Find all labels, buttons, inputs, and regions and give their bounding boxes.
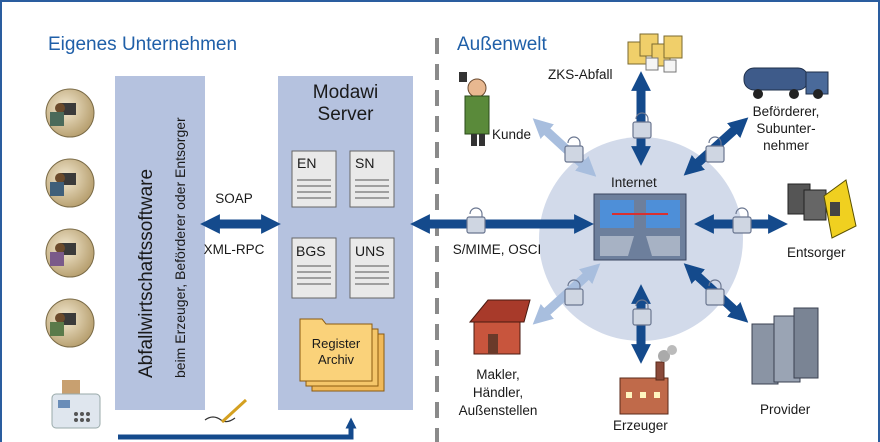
lock-icon — [632, 112, 652, 139]
section-title-own-company: Eigenes Unternehmen — [48, 34, 238, 55]
protocol-smime-osci: S/MIME, OSCI — [452, 242, 542, 257]
section-title-outside-world: Außenwelt — [457, 34, 547, 55]
customer-icon — [459, 72, 490, 146]
party-makler-line1: Makler, — [476, 367, 520, 382]
user-workstation-icon — [45, 298, 95, 348]
party-makler-line2: Händler, — [472, 385, 524, 400]
house-icon — [468, 299, 531, 355]
party-befoerderer-line3: nehmer — [763, 138, 809, 153]
software-title: Abfallwirtschaftssoftware — [136, 168, 157, 378]
protocol-xmlrpc: XML-RPC — [203, 242, 265, 257]
server-title-line2: Server — [317, 104, 374, 125]
document-en-icon — [291, 150, 337, 208]
zks-documents-icon — [627, 33, 683, 73]
card-terminal-icon — [51, 380, 101, 429]
party-befoerderer: Beförderer, Subunter- nehmer — [738, 103, 834, 154]
signature-pen-icon — [204, 398, 248, 424]
party-befoerderer-line2: Subunter- — [756, 121, 816, 136]
terminal-connection-arrow — [118, 417, 357, 440]
party-entsorger: Entsorger — [787, 245, 846, 260]
party-erzeuger: Erzeuger — [613, 418, 668, 433]
software-panel — [115, 76, 205, 410]
lock-icon — [564, 136, 584, 163]
lock-icon — [705, 136, 725, 163]
user-workstation-icon — [45, 88, 95, 138]
user-workstation-icon — [45, 228, 95, 278]
lock-icon — [732, 207, 752, 234]
provider-servers-icon — [751, 307, 819, 385]
user-workstation-icon — [45, 158, 95, 208]
internet-hub-icon — [593, 193, 687, 261]
document-sn-icon — [349, 150, 395, 208]
party-befoerderer-line1: Beförderer, — [752, 104, 820, 119]
folder-label-line1: Register — [311, 336, 361, 351]
factory-icon — [619, 345, 677, 415]
party-makler: Makler, Händler, Außenstellen — [448, 366, 548, 420]
party-zks: ZKS-Abfall — [548, 67, 613, 82]
document-label-uns: UNS — [355, 243, 385, 259]
server-title-line1: Modawi — [312, 82, 379, 103]
folder-label-line2: Archiv — [317, 352, 355, 367]
truck-icon — [743, 67, 829, 99]
internet-label: Internet — [611, 175, 657, 190]
protocol-soap: SOAP — [215, 191, 253, 206]
lock-icon — [705, 279, 725, 306]
register-archive-folder-icon — [299, 318, 385, 392]
document-label-en: EN — [297, 155, 317, 171]
lock-icon — [564, 279, 584, 306]
document-label-sn: SN — [355, 155, 375, 171]
software-subtitle: beim Erzeuger, Beförderer oder Entsorger — [172, 117, 188, 378]
document-label-bgs: BGS — [296, 243, 326, 259]
lock-icon — [466, 207, 486, 234]
lock-icon — [632, 299, 652, 326]
padlocks — [466, 112, 752, 326]
party-kunde: Kunde — [492, 127, 532, 142]
server-title: Modawi Server — [278, 82, 413, 126]
waste-disposal-icon — [787, 179, 857, 239]
document-bgs-icon — [291, 237, 337, 299]
party-provider: Provider — [760, 402, 811, 417]
folder-label: Register Archiv — [300, 336, 372, 368]
document-uns-icon — [349, 237, 395, 299]
party-makler-line3: Außenstellen — [458, 403, 538, 418]
